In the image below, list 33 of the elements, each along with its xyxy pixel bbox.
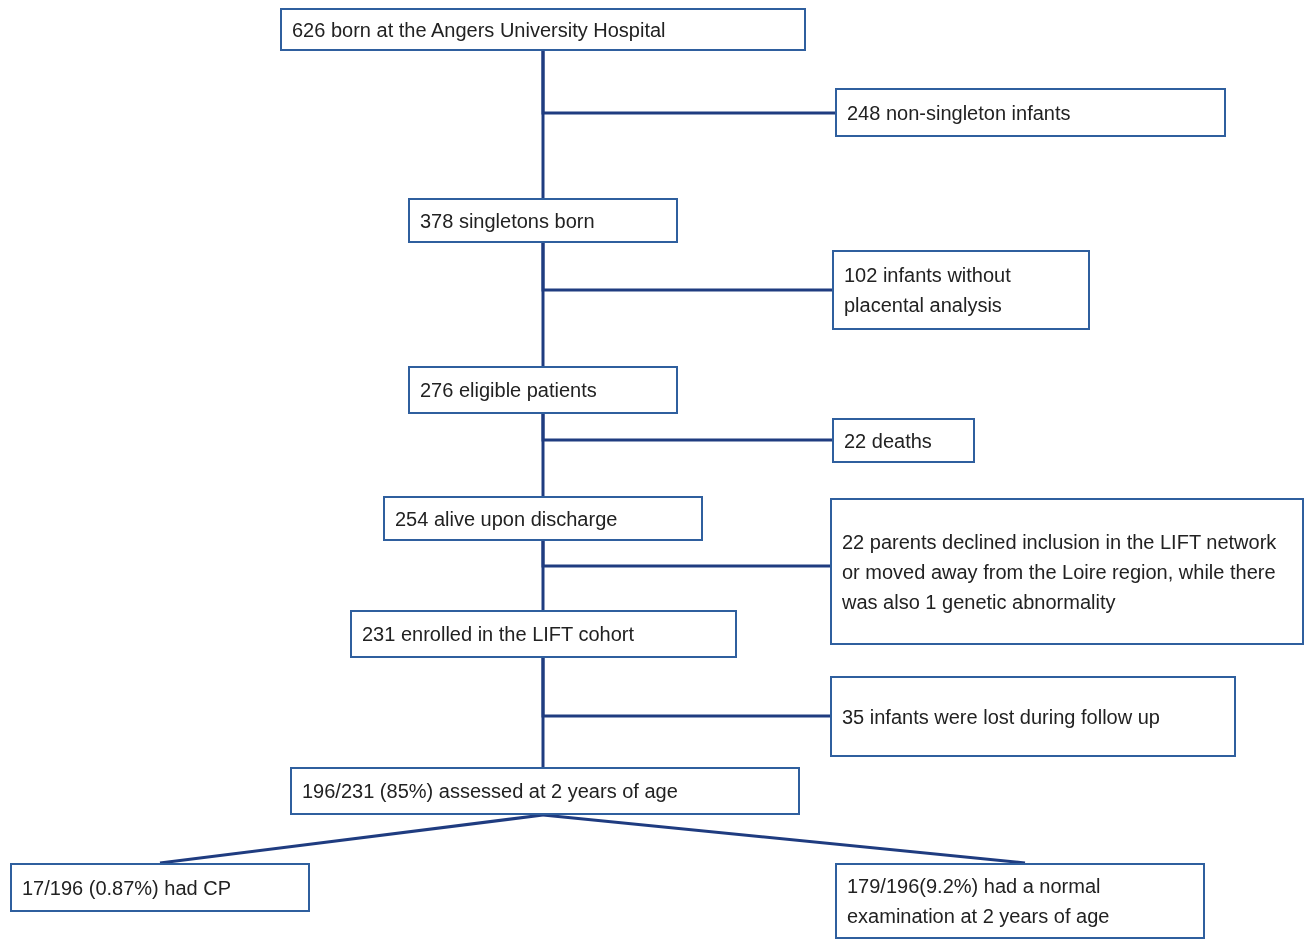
flow-box [290, 767, 800, 815]
connector-line [541, 414, 832, 442]
box-text: 102 infants without placental analysis [844, 263, 1012, 318]
connector-line [159, 813, 544, 865]
box-text: 254 alive upon discharge [395, 506, 618, 532]
box-text: 35 infants were lost during follow up [842, 704, 1160, 730]
flow-box [832, 250, 1090, 330]
box-text: 276 eligible patients [420, 378, 597, 403]
flow-box [830, 498, 1304, 645]
box-text: 626 born at the Angers University Hospital [292, 17, 666, 43]
box-text: 179/196(9.2%) had a normal examination at 2 years of age [847, 874, 1111, 929]
flow-box [832, 418, 975, 463]
flow-box [835, 88, 1226, 137]
connector-line [542, 813, 1026, 865]
flow-box [408, 366, 678, 414]
flow-box [280, 8, 806, 51]
flow-box [408, 198, 678, 243]
flow-box [383, 496, 703, 541]
box-text: 196/231 (85%) assessed at 2 years of age [302, 779, 678, 804]
connector-line [541, 658, 830, 718]
flow-box [350, 610, 737, 658]
box-text: 22 parents declined inclusion in the LIFT network or moved away from the Loire region, while there was also 1 genetic abnormality [842, 529, 1278, 615]
box-text: 231 enrolled in the LIFT cohort [362, 622, 635, 647]
flow-box [835, 863, 1205, 939]
flow-box [10, 863, 310, 912]
connector-line [541, 51, 835, 115]
box-text: 378 singletons born [420, 208, 595, 234]
box-text: 248 non-singleton infants [847, 100, 1071, 126]
flow-box [830, 676, 1236, 757]
box-text: 17/196 (0.87%) had CP [22, 875, 232, 901]
box-text: 22 deaths [844, 428, 932, 454]
connector-line [541, 243, 832, 292]
connector-line [541, 541, 830, 568]
